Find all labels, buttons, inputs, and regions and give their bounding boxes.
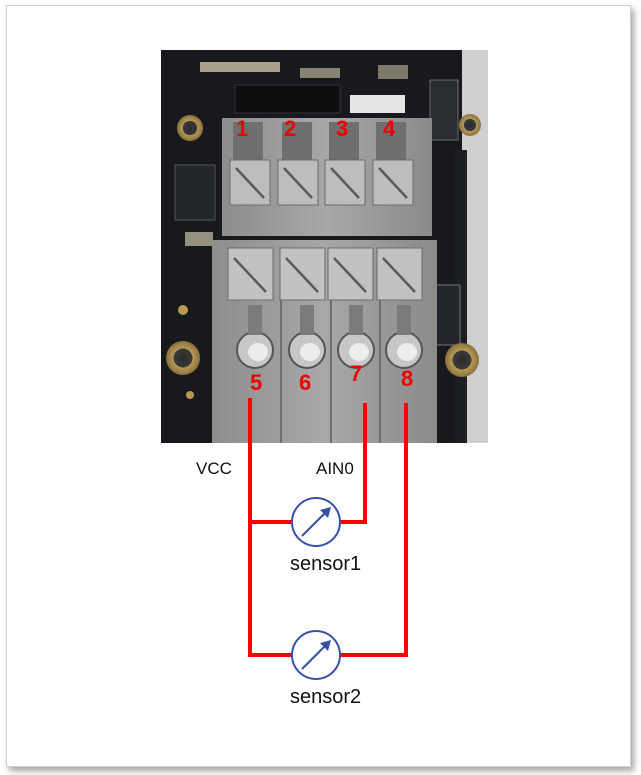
sensor1-label: sensor1	[290, 553, 361, 575]
ain0-wire	[338, 403, 367, 524]
terminal-7-label: 7	[350, 361, 362, 386]
wiring	[248, 398, 408, 657]
terminal-4-label: 4	[383, 116, 396, 141]
terminal-numbers: 1 2 3 4 5 6 7 8	[236, 116, 413, 395]
terminal-2-label: 2	[284, 116, 296, 141]
vcc-wire	[248, 398, 294, 657]
terminal-6-label: 6	[299, 370, 311, 395]
sensor2-label: sensor2	[290, 686, 361, 708]
terminal-1-label: 1	[236, 116, 248, 141]
sensor2-symbol	[291, 630, 341, 680]
vcc-label: VCC	[196, 459, 232, 478]
terminal-8-label: 8	[401, 366, 413, 391]
ain0-label: AIN0	[316, 459, 354, 478]
terminal-3-label: 3	[336, 116, 348, 141]
board-photo	[161, 50, 488, 443]
terminal-5-label: 5	[250, 370, 262, 395]
sensor1-symbol	[291, 497, 341, 547]
terminal8-wire	[338, 403, 408, 657]
